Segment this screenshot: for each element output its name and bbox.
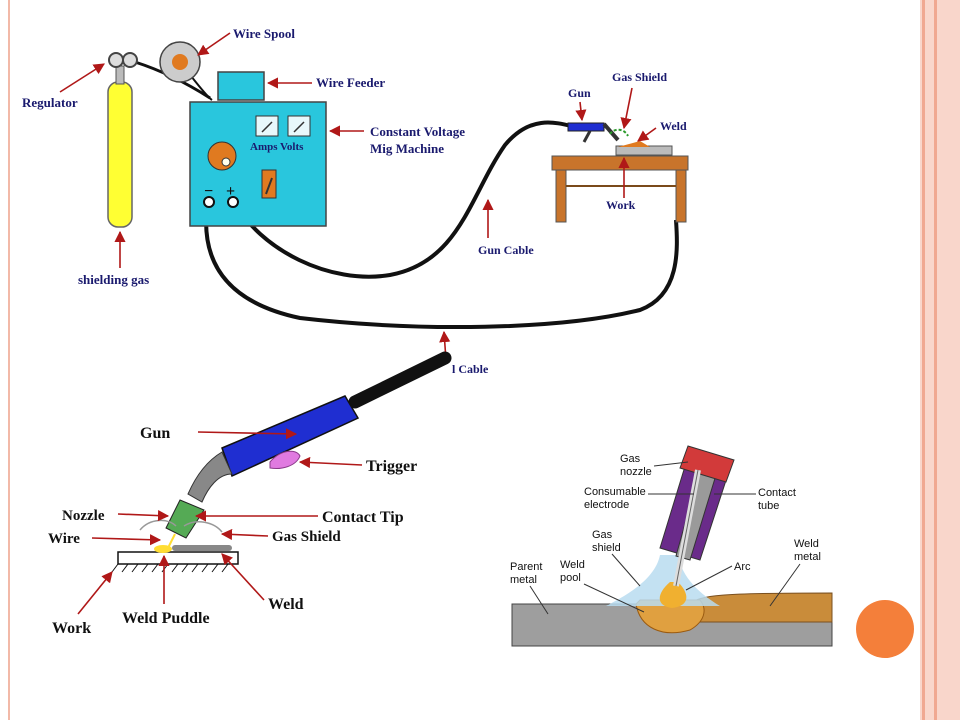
negative-terminal xyxy=(203,196,215,208)
shielding-gas-label: shielding gas xyxy=(78,272,149,287)
mig-machine-label: Mig Machine xyxy=(370,141,444,156)
positive-terminal xyxy=(227,196,239,208)
work-table-top xyxy=(551,155,689,171)
gun-cable-end xyxy=(348,351,452,409)
gas-shield-small xyxy=(609,128,629,137)
left-frame-rule xyxy=(8,0,10,720)
welding-arc xyxy=(659,582,687,608)
gas-shield-label-top: Gas Shield xyxy=(612,70,667,84)
weld-cross-section-diagram: Gas nozzle Consumable electrode Contact … xyxy=(510,445,833,647)
trigger-label: Trigger xyxy=(366,458,417,475)
table-leg xyxy=(555,169,567,223)
gas-shield-label-2: shield xyxy=(592,542,621,554)
wire-spool-label: Wire Spool xyxy=(233,26,295,41)
regulator-label: Regulator xyxy=(22,95,78,110)
weld-puddle-label: Weld Puddle xyxy=(122,610,210,627)
right-decor-stripe xyxy=(934,0,937,720)
weld-metal xyxy=(689,592,833,623)
top-setup-diagram: Amps Volts − + Wire Spool Wire Feed xyxy=(22,26,689,376)
consumable-label-2: electrode xyxy=(584,499,629,511)
cylinder-neck xyxy=(115,65,125,85)
weld-pool-label-2: pool xyxy=(560,572,581,584)
gun-trigger xyxy=(269,450,301,469)
weld-metal-label-1: Weld xyxy=(794,538,819,550)
weld-label: Weld xyxy=(268,596,304,613)
weld-label-top: Weld xyxy=(660,119,687,133)
gun-cable-label: Gun Cable xyxy=(478,243,534,257)
ground-cable-label: l Cable xyxy=(452,362,489,376)
wire-label: Wire xyxy=(48,531,80,547)
volts-label: Volts xyxy=(280,141,304,153)
nozzle-label: Nozzle xyxy=(62,508,105,524)
gas-cylinder xyxy=(107,81,133,228)
weld-pool-label-1: Weld xyxy=(560,559,585,571)
welding-gun-small xyxy=(567,122,605,132)
gas-shield-label-1: Gas xyxy=(592,529,613,541)
weld-bead xyxy=(618,141,650,147)
contact-tube-label-2: tube xyxy=(758,500,779,512)
gas-nozzle-top xyxy=(679,445,735,483)
slide-bullet-dot xyxy=(856,600,914,658)
work-plate xyxy=(117,551,239,565)
arc-label: Arc xyxy=(734,561,751,573)
gun-neck xyxy=(187,451,233,503)
gun-label-top: Gun xyxy=(568,86,591,100)
parent-metal-label-1: Parent xyxy=(510,561,542,573)
constant-voltage-label: Constant Voltage xyxy=(370,124,465,139)
wire-feeder xyxy=(217,71,265,101)
weld-puddle xyxy=(154,545,172,553)
gas-nozzle-label-2: nozzle xyxy=(620,466,652,478)
gas-nozzle-label-1: Gas xyxy=(620,453,641,465)
weld-bead-lower xyxy=(172,545,232,551)
wire-feeder-label: Wire Feeder xyxy=(316,75,385,90)
work-piece xyxy=(615,145,673,156)
right-decor-band xyxy=(920,0,960,720)
negative-terminal-sign: − xyxy=(204,183,213,200)
parent-metal-label-2: metal xyxy=(510,574,537,586)
gas-shield-label: Gas Shield xyxy=(272,529,341,545)
gun-label: Gun xyxy=(140,425,170,442)
table-leg xyxy=(675,169,687,223)
regulator-gauge xyxy=(122,52,138,68)
work-label: Work xyxy=(52,620,91,637)
ground-cable xyxy=(204,199,679,330)
regulator-gauge xyxy=(108,52,124,68)
gas-shield-envelope xyxy=(606,555,720,606)
amps-label: Amps xyxy=(250,141,278,153)
positive-terminal-sign: + xyxy=(226,183,235,200)
contact-tip-label: Contact Tip xyxy=(322,509,404,526)
voltage-knob xyxy=(207,141,237,171)
gun-nozzle xyxy=(165,499,205,539)
consumable-label-1: Consumable xyxy=(584,486,646,498)
weld-metal-label-2: metal xyxy=(794,551,821,563)
gun-cable xyxy=(231,120,576,279)
work-label-top: Work xyxy=(606,198,636,212)
gun-closeup-diagram: Gun Trigger Nozzle Contact Tip Wire Gas … xyxy=(48,351,452,637)
gas-shield-arc xyxy=(183,520,223,533)
contact-tube-label-1: Contact xyxy=(758,487,796,499)
right-decor-stripe xyxy=(922,0,925,720)
wire-spool-hub xyxy=(172,54,188,70)
